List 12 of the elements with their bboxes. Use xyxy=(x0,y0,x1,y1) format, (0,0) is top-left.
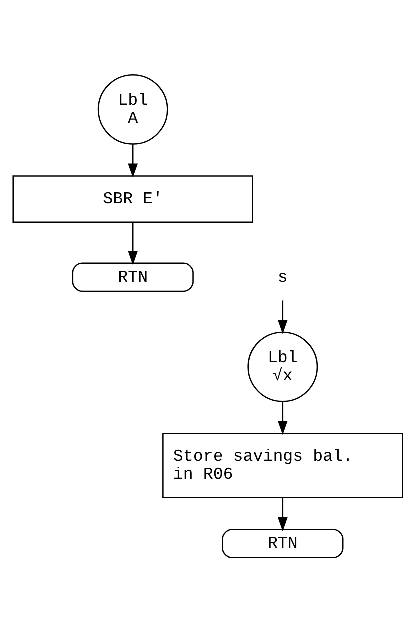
arrow xyxy=(278,498,288,532)
node-box: Store savings bal. in R06 xyxy=(162,433,404,498)
arrow xyxy=(128,222,138,266)
arrow xyxy=(278,402,288,436)
node-text: s xyxy=(278,268,288,287)
arrow xyxy=(128,144,138,178)
node-circle: Lbl A xyxy=(98,74,168,145)
arrow xyxy=(278,300,288,334)
node-box: RTN xyxy=(72,262,194,292)
node-box: SBR E' xyxy=(12,176,254,224)
node-circle: Lbl √x xyxy=(248,332,318,402)
node-box: RTN xyxy=(222,529,344,559)
